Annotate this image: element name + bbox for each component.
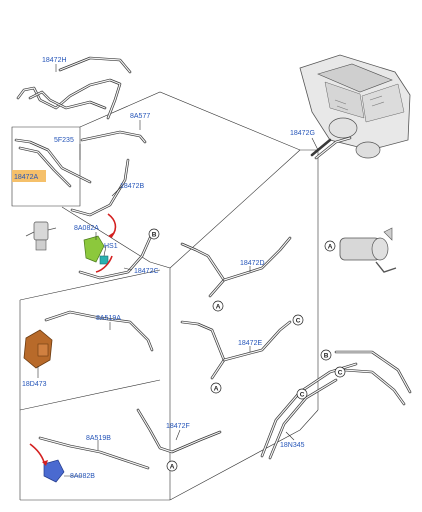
callout-a-d: A xyxy=(212,300,224,312)
pipe-18472g xyxy=(310,136,352,160)
part-labels: 18472H 8A577 5F235 18472A 18472B 18472G … xyxy=(12,57,315,480)
pipe-18472e xyxy=(180,320,292,380)
highlight-18472a xyxy=(12,170,46,182)
pipe-18472d xyxy=(180,236,292,298)
label-hs1: HS1 xyxy=(104,243,118,250)
label-5f235: 5F235 xyxy=(54,137,74,144)
svg-text:A: A xyxy=(216,304,221,311)
pipe-18472f xyxy=(136,408,222,454)
label-18472h: 18472H xyxy=(42,57,67,64)
svg-text:C: C xyxy=(338,370,343,377)
svg-text:C: C xyxy=(296,318,301,325)
svg-text:A: A xyxy=(214,386,219,393)
label-18472d: 18472D xyxy=(240,260,265,267)
svg-text:B: B xyxy=(324,353,329,360)
label-18n345: 18N345 xyxy=(280,442,305,449)
svg-text:A: A xyxy=(170,464,175,471)
svg-text:A: A xyxy=(328,244,333,251)
label-18472g: 18472G xyxy=(290,130,315,137)
label-8a577: 8A577 xyxy=(130,113,150,120)
label-18472f: 18472F xyxy=(166,423,190,430)
callout-a-e: A xyxy=(210,382,222,394)
pipe-18472h xyxy=(16,56,132,120)
callout-a-pump: A xyxy=(324,240,336,252)
svg-text:C: C xyxy=(300,392,305,399)
callout-b-upper: B xyxy=(148,228,160,240)
label-18d473: 18D473 xyxy=(22,381,47,388)
valve-8a082a xyxy=(83,213,117,273)
label-8a519b: 8A519B xyxy=(86,435,111,442)
pipe-18472b xyxy=(70,158,130,217)
pipe-8a519b xyxy=(38,436,150,470)
label-18472c: 18472C xyxy=(134,268,159,275)
svg-text:B: B xyxy=(152,232,157,239)
callout-c-right: C xyxy=(334,366,346,378)
coolant-pump-a xyxy=(339,227,397,273)
label-18472b: 18472B xyxy=(120,183,144,190)
assembly-frame-lines xyxy=(11,91,319,501)
callout-c-d: C xyxy=(292,314,304,326)
label-8a082a: 8A082A xyxy=(74,225,99,232)
pipe-18472c xyxy=(78,236,152,280)
label-8a519a: 8A519A xyxy=(96,315,121,322)
leader-lines xyxy=(37,64,319,477)
callout-c-e: C xyxy=(296,388,308,400)
pipe-8a577 xyxy=(80,130,147,144)
hose-18472a xyxy=(14,138,92,188)
callout-a-f: A xyxy=(166,460,178,472)
label-18472e: 18472E xyxy=(238,340,262,347)
label-8a082b: 8A082B xyxy=(70,473,95,480)
label-18472a: 18472A xyxy=(14,174,38,181)
valve-8a082b xyxy=(29,443,65,483)
pump-18d473 xyxy=(23,329,53,369)
callout-markers: B A A C A C B C xyxy=(148,228,346,472)
pipe-8a519a xyxy=(44,310,154,352)
hvac-module xyxy=(299,54,411,159)
callout-b-right: B xyxy=(320,349,332,361)
water-valve-small xyxy=(25,221,57,251)
